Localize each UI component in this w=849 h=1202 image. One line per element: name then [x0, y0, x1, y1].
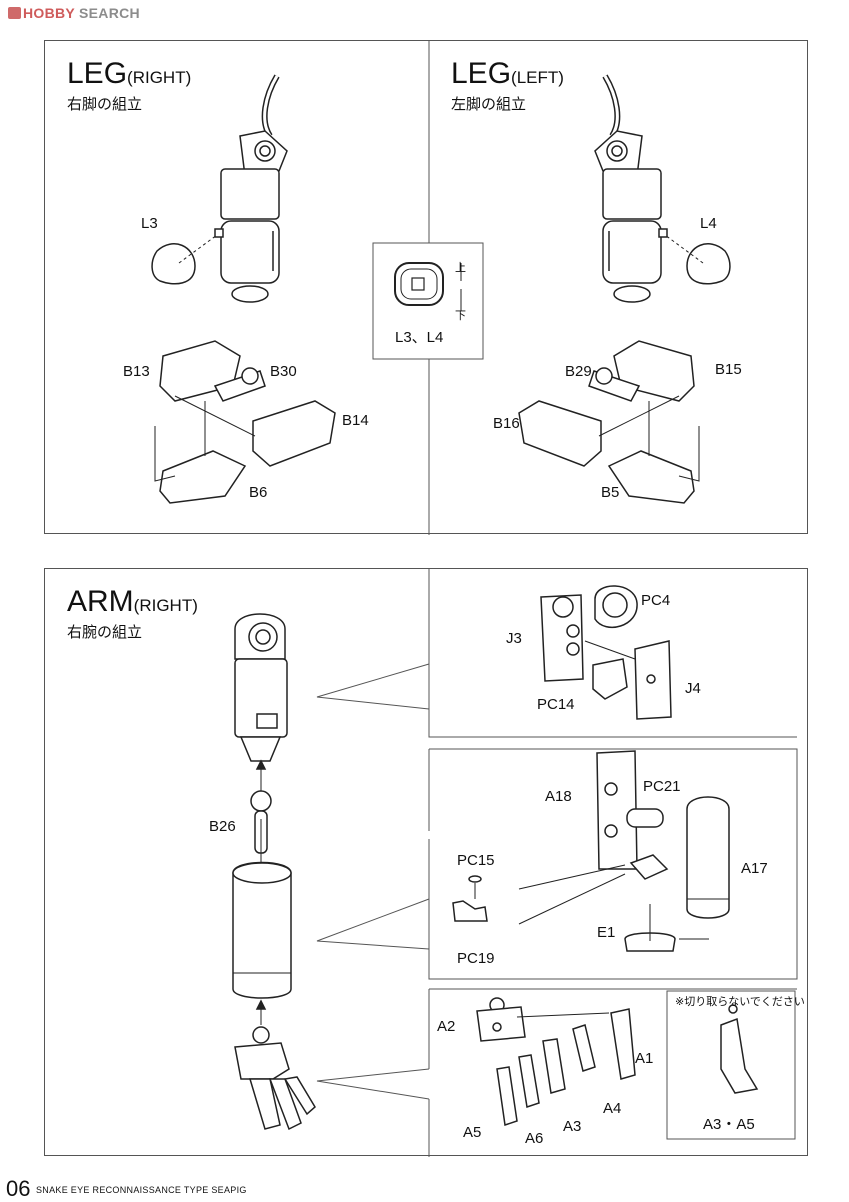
part-label-b16: B16	[493, 415, 520, 432]
leg-left-side: (LEFT)	[511, 68, 564, 87]
hand-parts-illustration	[476, 997, 759, 1126]
watermark-brand: HOBBY	[23, 5, 75, 21]
up-mark: 上	[455, 262, 466, 274]
right-leg-illustration	[220, 74, 288, 303]
part-label-j4: J4	[685, 680, 701, 697]
part-label-a1: A1	[635, 1050, 654, 1067]
down-mark: 下	[455, 310, 466, 322]
part-label-pc19: PC19	[457, 950, 495, 967]
part-label-e1: E1	[597, 924, 616, 941]
part-label-pc4: PC4	[641, 592, 671, 609]
shoulder-parts-illustration	[540, 585, 672, 720]
leg-right-heading: LEG	[67, 57, 128, 90]
part-label-b26: B26	[209, 818, 236, 835]
part-label-a18: A18	[545, 788, 572, 805]
part-label-pc15: PC15	[457, 852, 495, 869]
arm-subtitle: 右腕の組立	[67, 624, 143, 641]
arm-assembly-panel: ARM(RIGHT) 右腕の組立 B26 J3 PC4 J4 PC14 A18 …	[44, 568, 808, 1157]
leg-right-subtitle: 右脚の組立	[67, 96, 143, 113]
leg-left-subtitle: 左脚の組立	[451, 96, 527, 113]
watermark-suffix: SEARCH	[79, 5, 140, 21]
leg-left-heading: LEG	[451, 57, 512, 90]
part-label-a6: A6	[525, 1130, 544, 1147]
leg-left-title: LEG(LEFT)	[451, 57, 564, 91]
leg-assembly-panel: LEG(RIGHT) 右脚の組立 LEG(LEFT) 左脚の組立 上 下 L3、…	[44, 40, 808, 535]
l4-part	[658, 228, 731, 285]
do-not-cut-note: ※切り取らないでください	[675, 996, 805, 1008]
part-label-b30: B30	[270, 363, 297, 380]
l3-part	[151, 228, 224, 285]
product-name: SNAKE EYE RECONNAISSANCE TYPE SEAPIG	[36, 1185, 247, 1195]
part-label-pc14: PC14	[537, 696, 575, 713]
arm-heading: ARM	[67, 585, 134, 618]
arm-panel-drawing	[232, 569, 798, 1157]
part-label-pc21: PC21	[643, 778, 681, 795]
page-number: 06	[6, 1176, 31, 1201]
arm-main-illustration	[232, 613, 316, 1131]
left-leg-illustration	[594, 74, 662, 303]
part-label-b15: B15	[715, 361, 742, 378]
part-label-b29: B29	[565, 363, 592, 380]
leg-right-side: (RIGHT)	[127, 68, 192, 87]
left-foot-illustration	[518, 340, 700, 504]
detail-caption: L3、L4	[395, 329, 444, 346]
part-label-a3: A3	[563, 1118, 582, 1135]
forearm-parts-illustration	[452, 750, 730, 952]
hobby-search-watermark: HOBBY SEARCH	[8, 5, 140, 21]
arm-right-title: ARM(RIGHT)	[67, 585, 198, 619]
brand-logo-icon	[8, 7, 21, 19]
part-label-b5: B5	[601, 484, 620, 501]
part-label-a17: A17	[741, 860, 768, 877]
part-label-a2: A2	[437, 1018, 456, 1035]
part-label-a5: A5	[463, 1124, 482, 1141]
leg-right-title: LEG(RIGHT)	[67, 57, 191, 91]
part-label-l3: L3	[141, 215, 158, 232]
part-label-j3: J3	[506, 630, 522, 647]
part-label-b13: B13	[123, 363, 150, 380]
part-label-b6: B6	[249, 484, 268, 501]
note-part-label: A3・A5	[703, 1116, 755, 1133]
arm-side: (RIGHT)	[133, 596, 198, 615]
part-label-a4: A4	[603, 1100, 622, 1117]
right-foot-illustration	[154, 340, 336, 504]
leg-panel-drawing	[151, 41, 731, 535]
part-label-b14: B14	[342, 412, 369, 429]
part-label-l4: L4	[700, 215, 717, 232]
